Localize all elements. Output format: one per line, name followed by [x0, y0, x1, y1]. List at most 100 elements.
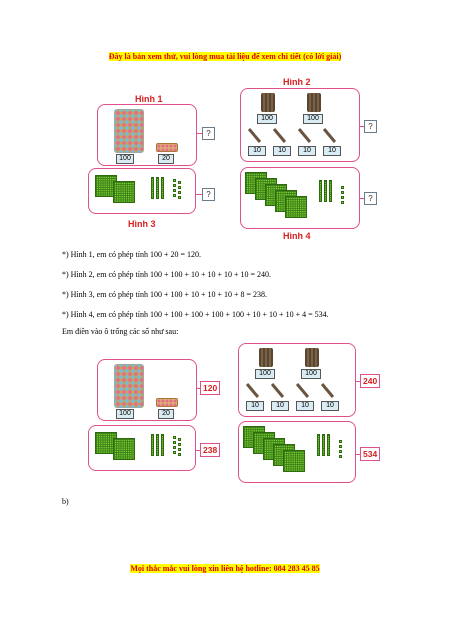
caption-hinh-4: Hình 4 [283, 231, 311, 241]
panel-answer-3 [88, 425, 196, 471]
bundle-of-ten [245, 383, 260, 398]
hundred-flat [113, 438, 135, 460]
label-100: 100 [116, 154, 134, 164]
part-b-label: b) [62, 497, 69, 506]
question-box-4: ? [364, 192, 377, 205]
label-10: 10 [298, 146, 316, 156]
label-10: 10 [273, 146, 291, 156]
unit-cube [173, 451, 176, 454]
unit-cube [173, 189, 176, 192]
bundle-of-ten [272, 128, 287, 143]
unit-cube [178, 443, 181, 446]
caption-hinh-1: Hình 1 [135, 94, 163, 104]
connector-line [197, 133, 202, 134]
jar-of-beads [114, 364, 144, 408]
ten-rod [327, 434, 330, 456]
solution-line-1: *) Hình 1, em có phép tính 100 + 20 = 12… [62, 250, 202, 259]
bundle-of-ten [322, 128, 337, 143]
bundle-of-ten [295, 383, 310, 398]
ten-rod [319, 180, 322, 202]
answer-box-4: 534 [360, 447, 380, 461]
unit-cube [173, 441, 176, 444]
bundle-of-hundred [259, 348, 273, 367]
unit-cube [341, 191, 344, 194]
ten-rod [156, 177, 159, 199]
solution-line-4: *) Hình 4, em có phép tính 100 + 100 + 1… [62, 310, 329, 319]
jar-of-beads [114, 109, 144, 153]
label-100: 100 [255, 369, 275, 379]
label-10: 10 [323, 146, 341, 156]
panel-answer-2: 100 100 10 10 10 10 [238, 343, 356, 417]
label-100: 100 [303, 114, 323, 124]
bundle-of-ten [247, 128, 262, 143]
connector-line [360, 198, 364, 199]
ten-rod [329, 180, 332, 202]
connector-line [197, 388, 200, 389]
ten-rod [156, 434, 159, 456]
answer-box-2: 240 [360, 374, 380, 388]
question-box-1: ? [202, 127, 215, 140]
panel-answer-1: 100 20 [97, 359, 197, 421]
unit-cube [339, 450, 342, 453]
connector-line [356, 381, 360, 382]
unit-cube [178, 186, 181, 189]
unit-cube [173, 446, 176, 449]
label-100: 100 [257, 114, 277, 124]
panel-answer-4 [238, 421, 356, 483]
label-100: 100 [301, 369, 321, 379]
unit-cube [341, 196, 344, 199]
solution-line-3: *) Hình 3, em có phép tính 100 + 100 + 1… [62, 290, 268, 299]
ten-rod [161, 434, 164, 456]
question-box-3: ? [202, 188, 215, 201]
hundred-flat [285, 196, 307, 218]
unit-cube [178, 438, 181, 441]
unit-cube [339, 445, 342, 448]
preview-notice: Đây là bản xem thử, vui lòng mua tài liệ… [108, 52, 342, 61]
ten-rod [322, 434, 325, 456]
panel-hinh-3 [88, 168, 196, 214]
unit-cube [341, 201, 344, 204]
solution-line-2: *) Hình 2, em có phép tính 100 + 100 + 1… [62, 270, 272, 279]
ten-rod [324, 180, 327, 202]
hundred-flat [95, 432, 117, 454]
unit-cube [173, 179, 176, 182]
label-10: 10 [246, 401, 264, 411]
label-20: 20 [158, 154, 174, 164]
unit-cube [178, 196, 181, 199]
unit-cube [339, 455, 342, 458]
ten-rod [151, 434, 154, 456]
unit-cube [178, 448, 181, 451]
caption-hinh-2: Hình 2 [283, 77, 311, 87]
panel-hinh-1: 100 20 [97, 104, 197, 166]
unit-cube [178, 181, 181, 184]
unit-cube [341, 186, 344, 189]
label-100: 100 [116, 409, 134, 419]
answer-box-3: 238 [200, 443, 220, 457]
unit-cube [173, 194, 176, 197]
label-10: 10 [271, 401, 289, 411]
unit-cube [178, 453, 181, 456]
label-20: 20 [158, 409, 174, 419]
hundred-flat [283, 450, 305, 472]
hundred-flat [113, 181, 135, 203]
unit-cube [173, 184, 176, 187]
unit-cube [178, 191, 181, 194]
bundle-of-ten [320, 383, 335, 398]
panel-hinh-2: 100 100 10 10 10 10 [240, 88, 360, 162]
hotline-footer: Mọi thắc mắc vui lòng xin liên hệ hotlin… [130, 564, 320, 573]
connector-line [196, 450, 200, 451]
ten-rod [317, 434, 320, 456]
solution-intro: Em điền vào ô trống các số như sau: [62, 327, 179, 336]
caption-hinh-3: Hình 3 [128, 219, 156, 229]
panel-hinh-4 [240, 167, 360, 229]
unit-cube [339, 440, 342, 443]
bundle-of-hundred [305, 348, 319, 367]
answer-box-1: 120 [200, 381, 220, 395]
tray-of-beads [156, 143, 178, 152]
bundle-of-hundred [307, 93, 321, 112]
unit-cube [173, 436, 176, 439]
ten-rod [161, 177, 164, 199]
label-10: 10 [296, 401, 314, 411]
connector-line [356, 454, 360, 455]
ten-rod [151, 177, 154, 199]
